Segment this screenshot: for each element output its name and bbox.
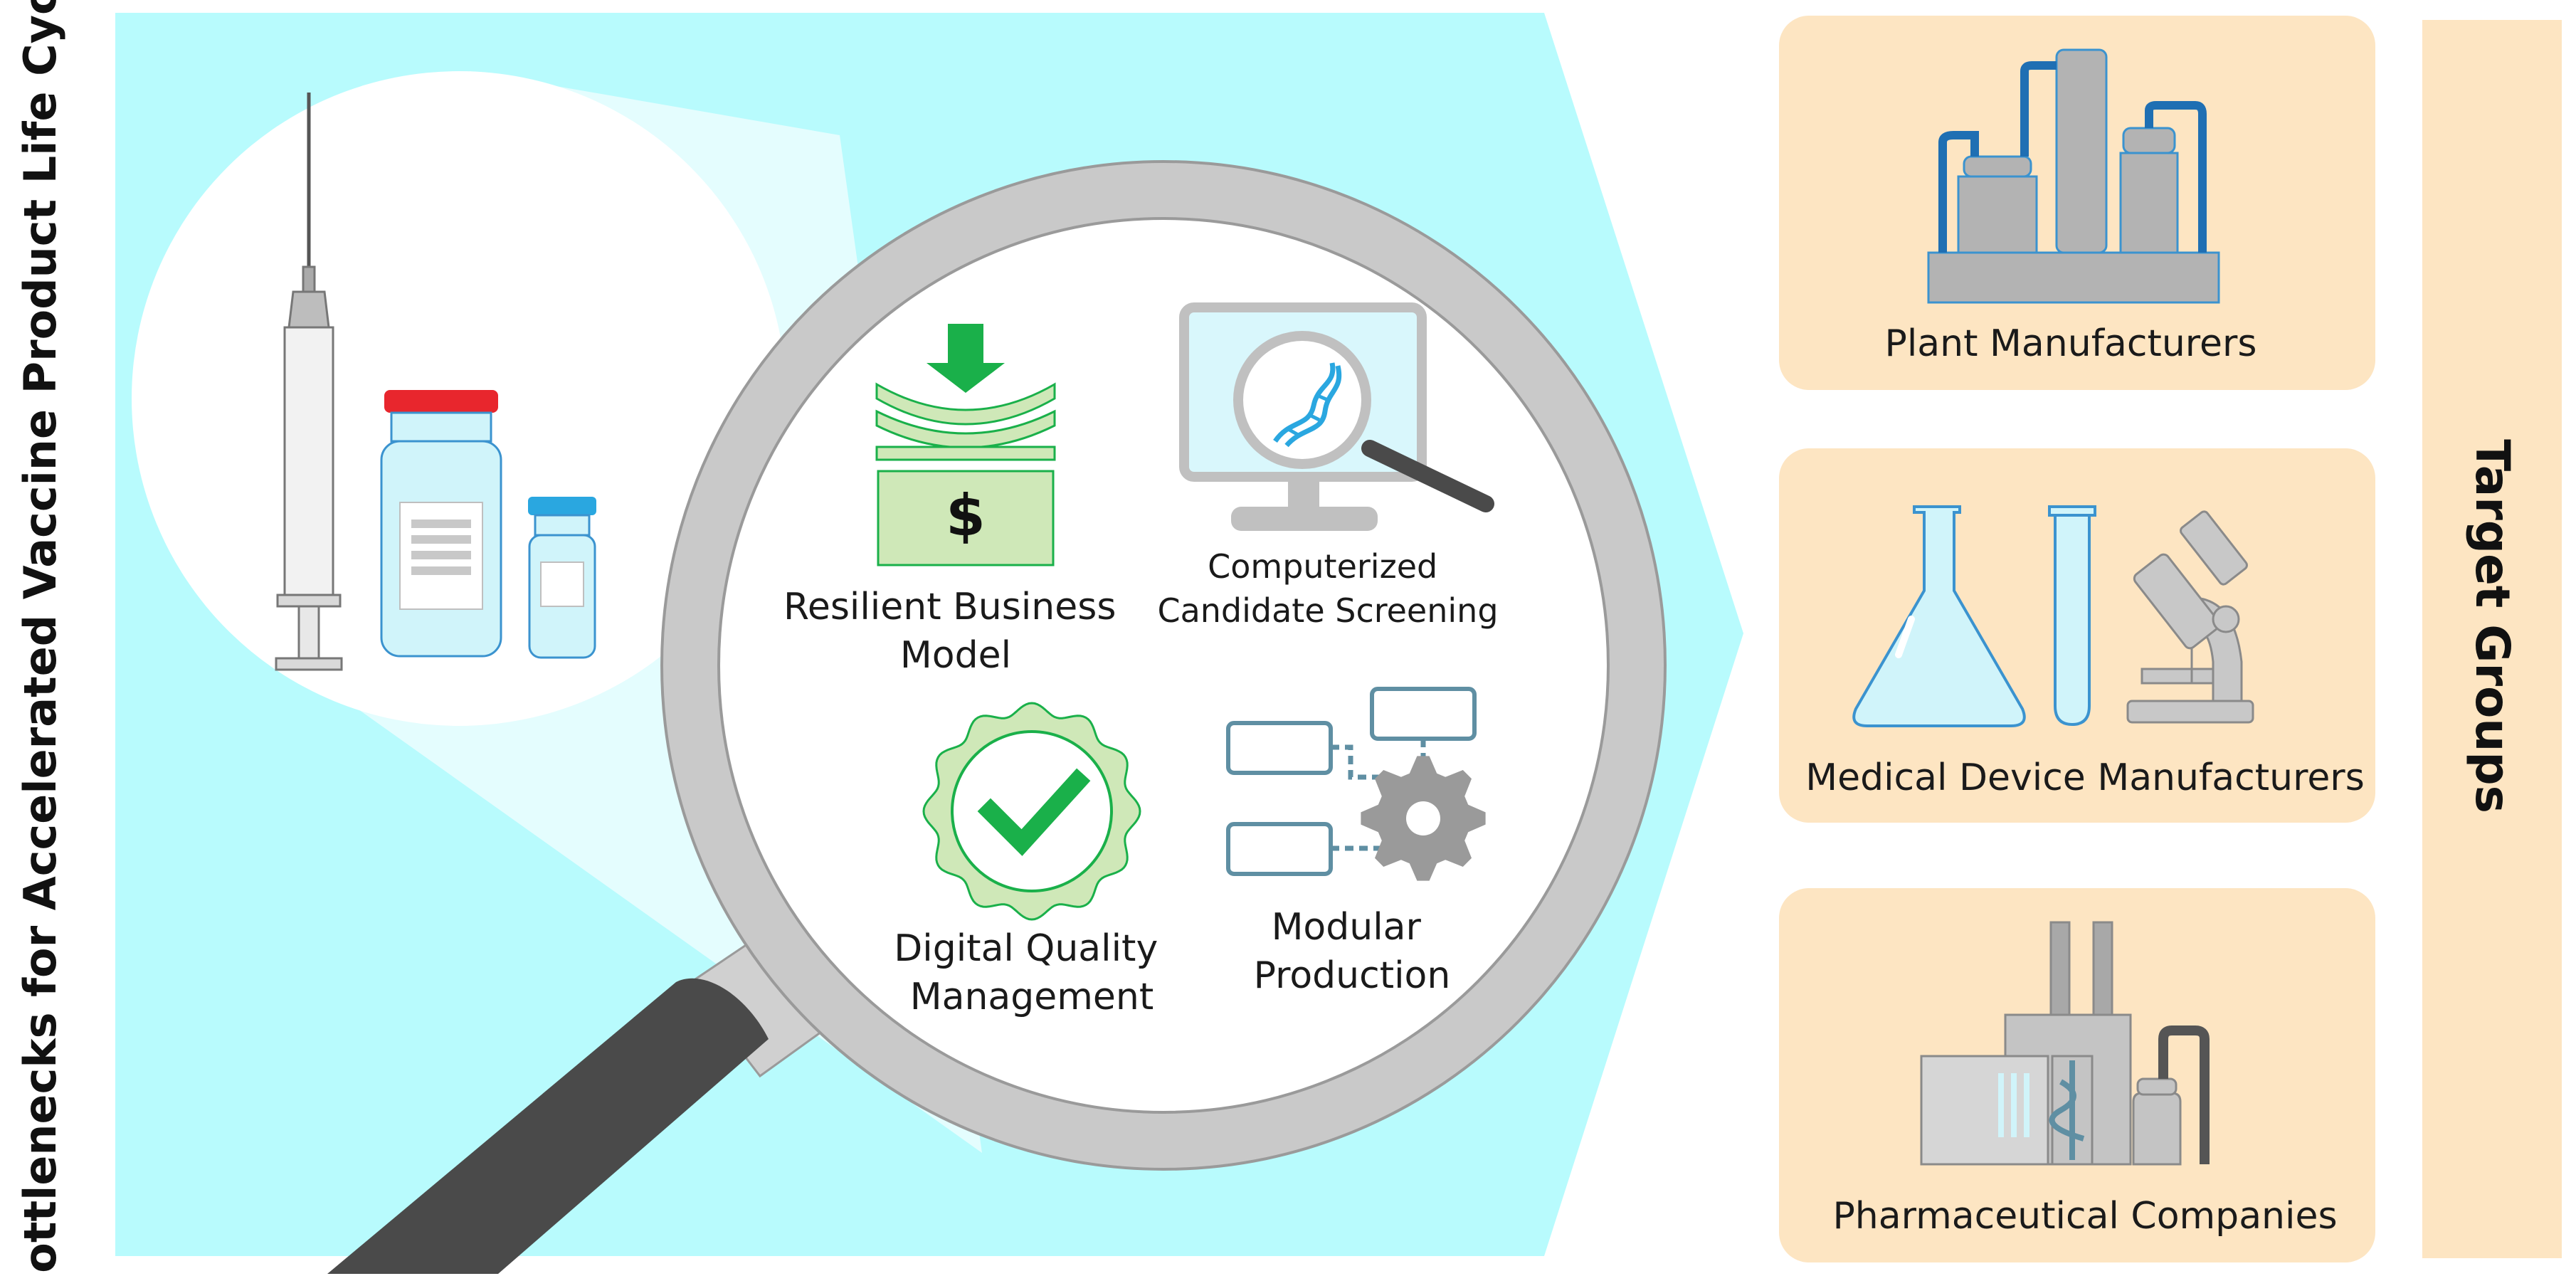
target-label-pharma: Pharmaceutical Companies [1832, 1195, 2337, 1238]
bottleneck-label-modular: Modular Production [1254, 906, 1451, 997]
modules-gear-icon [1226, 687, 1486, 881]
large-vial-icon [380, 390, 502, 658]
target-label-medical: Medical Device Manufacturers [1805, 756, 2365, 799]
magnifier-lens [660, 160, 1667, 1171]
svg-text:$: $ [946, 483, 986, 549]
target-groups-bar [2422, 20, 2562, 1258]
small-vial-icon [528, 497, 596, 659]
monitor-dna-search-icon [1179, 302, 1494, 531]
pharma-factory-icon [1920, 921, 2210, 1166]
syringe-icon [275, 93, 343, 671]
lab-equipment-icon [1852, 505, 2254, 727]
bottleneck-label-screening: Computerized Candidate Screening [1157, 547, 1498, 630]
banknote-compression-icon: $ [875, 324, 1056, 566]
bottleneck-label-quality: Digital Quality Management [894, 927, 1170, 1018]
quality-seal-check-icon [922, 702, 1141, 921]
left-vertical-title: Bottlenecks for Accelerated Vaccine Prod… [14, 0, 66, 1276]
right-vertical-title: Target Groups [2465, 439, 2520, 813]
target-label-plant: Plant Manufacturers [1885, 322, 2257, 365]
bottleneck-label-business: Resilient Business Model [783, 586, 1128, 677]
process-plant-icon [1927, 48, 2220, 304]
